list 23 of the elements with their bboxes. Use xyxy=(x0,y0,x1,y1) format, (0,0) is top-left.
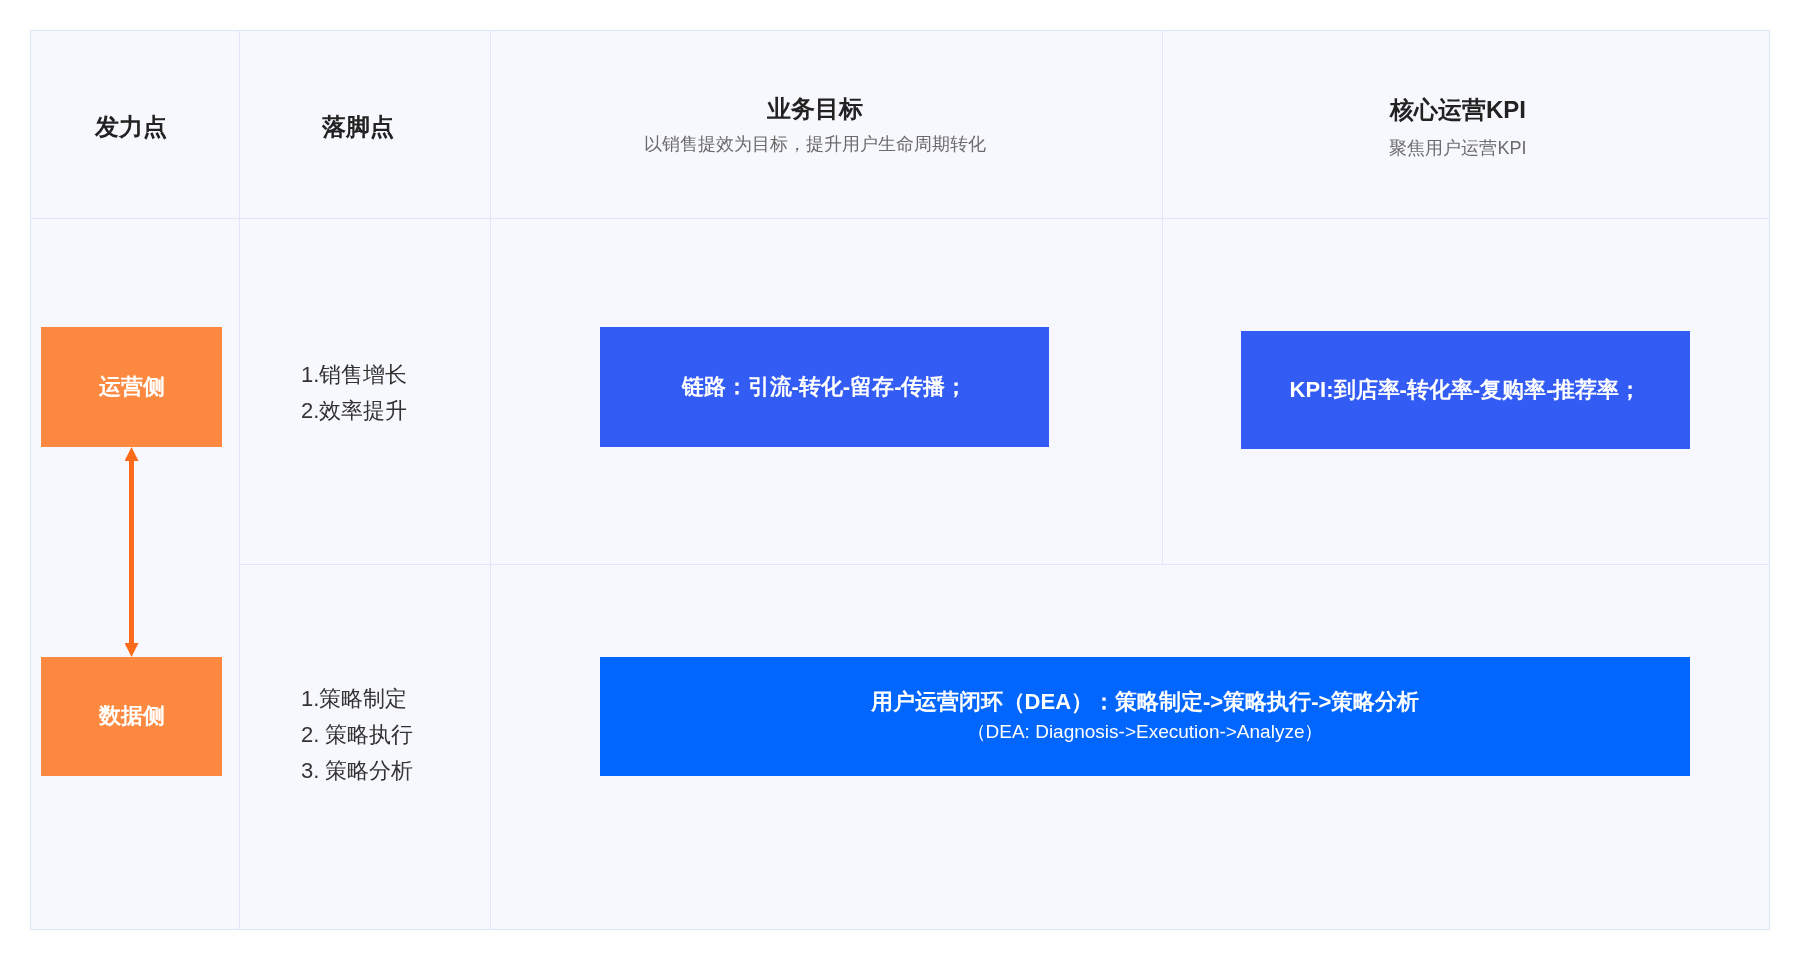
list-item: 3. 策略分析 xyxy=(301,757,414,785)
box-label: 链路：引流-转化-留存-传播； xyxy=(681,372,968,401)
column-subtitle: 聚焦用户运营KPI xyxy=(1389,138,1527,160)
process-box xyxy=(1241,331,1690,449)
box-label: KPI:到店率-转化率-复购率-推荐率； xyxy=(1289,375,1642,404)
box-label: 运营侧 xyxy=(98,372,165,401)
column-header: 落脚点 xyxy=(322,112,394,142)
list-item: 2.效率提升 xyxy=(301,397,408,425)
process-box xyxy=(600,657,1690,776)
double-arrow xyxy=(124,447,139,657)
column-header: 业务目标 xyxy=(767,94,863,124)
category-box xyxy=(41,327,222,447)
category-box xyxy=(41,657,222,776)
column-header: 发力点 xyxy=(95,112,167,142)
box-label: 数据侧 xyxy=(98,702,165,731)
process-box xyxy=(600,327,1049,447)
list-item: 2. 策略执行 xyxy=(301,721,414,749)
column-header: 核心运营KPI xyxy=(1390,95,1526,125)
list-item: 1.策略制定 xyxy=(301,685,408,713)
box-subtitle: （DEA: Diagnosis->Execution->Analyze） xyxy=(966,720,1324,745)
list-item: 1.销售增长 xyxy=(301,361,408,389)
column-subtitle: 以销售提效为目标，提升用户生命周期转化 xyxy=(644,134,986,156)
box-title: 用户运营闭环（DEA）：策略制定->策略执行->策略分析 xyxy=(870,687,1420,716)
